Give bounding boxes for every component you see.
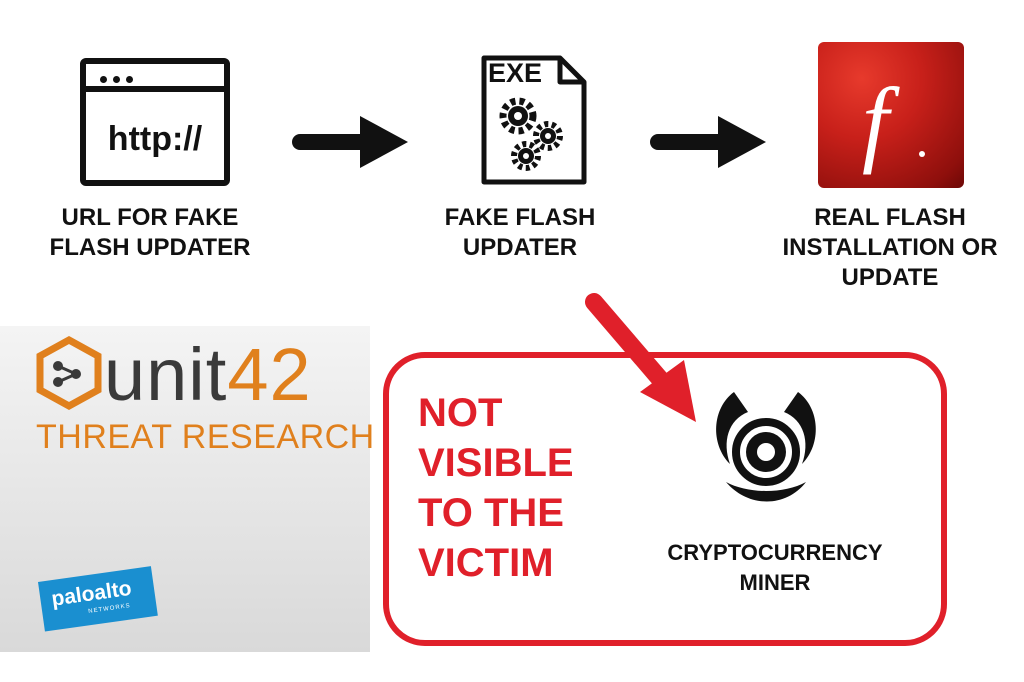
hidden-activity-box xyxy=(383,352,947,646)
biohazard-icon xyxy=(716,392,816,502)
not-visible-warning: NOT VISIBLE TO THE VICTIM xyxy=(418,391,574,585)
arrow-right-icon xyxy=(292,116,408,168)
gear-icon xyxy=(511,141,541,171)
arrow-right-icon xyxy=(650,116,766,168)
unit42-hexagon-logo-icon xyxy=(36,336,102,410)
step-caption-real-flash: REAL FLASH INSTALLATION OR UPDATE xyxy=(782,204,998,291)
step-caption-url: URL FOR FAKE FLASH UPDATER xyxy=(49,204,251,261)
gear-icon xyxy=(533,121,563,151)
flash-logo-icon: f xyxy=(818,42,964,188)
arrow-down-right-icon xyxy=(585,293,696,422)
browser-http-icon: http:// xyxy=(80,58,230,186)
cryptocurrency-miner-caption: CRYPTOCURRENCY MINER xyxy=(667,540,883,595)
flash-f-glyph: f xyxy=(862,68,900,175)
step-caption-fake-updater: FAKE FLASH UPDATER xyxy=(444,204,596,261)
unit42-logo-text: unit42 xyxy=(104,333,312,416)
threat-research-label: THREAT RESEARCH xyxy=(36,418,375,456)
exe-label: EXE xyxy=(488,58,542,88)
http-label: http:// xyxy=(107,120,203,158)
gear-icon xyxy=(499,97,537,135)
exe-gears-icon: EXE xyxy=(481,55,587,185)
